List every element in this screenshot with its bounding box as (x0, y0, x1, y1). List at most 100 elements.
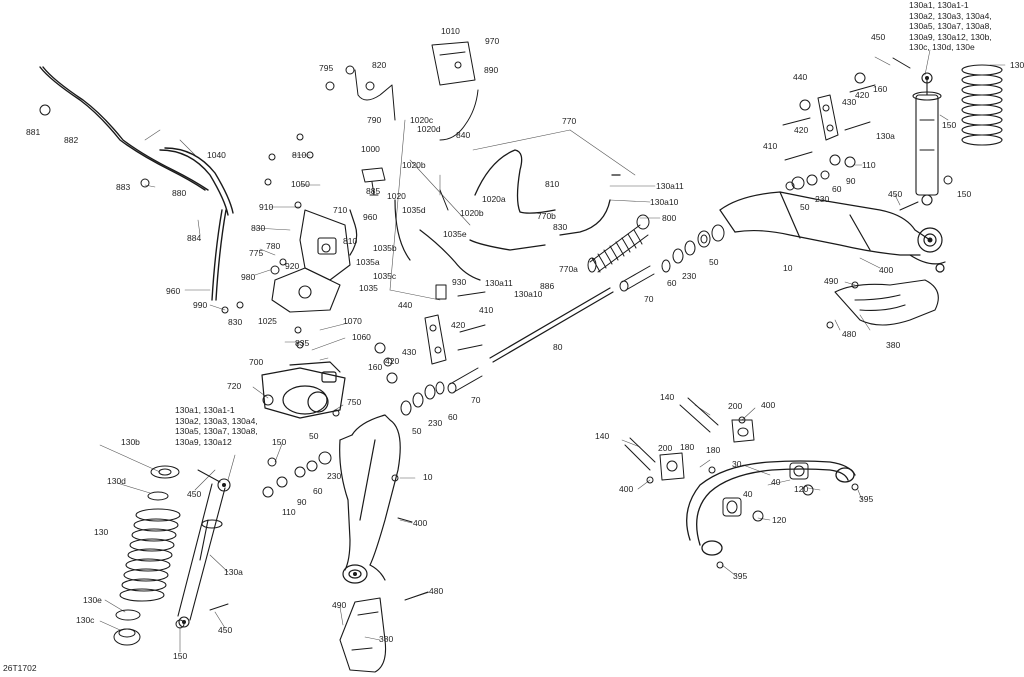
callout: 440 (793, 72, 808, 82)
callout: 1020d (417, 124, 441, 134)
callout: 770 (562, 116, 577, 126)
callout: 10 (783, 263, 793, 273)
callout: 920 (285, 261, 300, 271)
callout: 980 (241, 272, 256, 282)
callout: 70 (644, 294, 654, 304)
callout: 880 (172, 188, 187, 198)
callout: 90 (297, 497, 307, 507)
callout: 883 (116, 182, 131, 192)
callout: 150 (942, 120, 957, 130)
callout: 1025 (258, 316, 277, 326)
callout: 890 (484, 65, 499, 75)
callout: 130c (76, 615, 95, 625)
callout: 120 (772, 515, 787, 525)
callout: 1020b (402, 160, 426, 170)
callout: 1020c (410, 115, 434, 125)
callout: 230 (428, 418, 443, 428)
kit-reference-left: 130a1, 130a1-1 130a2, 130a3, 130a4, 130a… (175, 405, 258, 447)
cable-790 (354, 69, 396, 121)
callout: 970 (485, 36, 500, 46)
washer-stack-lower (400, 381, 445, 416)
callout: 200 (658, 443, 673, 453)
callout: 140 (595, 431, 610, 441)
callout: 910 (259, 202, 274, 212)
callout: 60 (832, 184, 842, 194)
callout: 400 (761, 400, 776, 410)
module-1010 (431, 41, 476, 86)
line-1035 (349, 199, 481, 281)
bolts (197, 57, 919, 611)
bushing-70-lower (447, 367, 483, 394)
callout: 90 (846, 176, 856, 186)
callout: 130a10 (514, 289, 543, 299)
callout: 780 (266, 241, 281, 251)
guard-380-right (834, 279, 939, 326)
callout: 775 (249, 248, 264, 258)
callout: 130 (1010, 60, 1024, 70)
callout: 830 (228, 317, 243, 327)
callout: 420 (451, 320, 466, 330)
callout: 50 (709, 257, 719, 267)
sway-bar-30 (686, 460, 856, 556)
sensor-1000 (361, 167, 386, 196)
callout: 820 (372, 60, 387, 70)
callout: 50 (800, 202, 810, 212)
callout: 150 (272, 437, 287, 447)
callout: 1070 (343, 316, 362, 326)
callout: 400 (619, 484, 634, 494)
callout: 490 (332, 600, 347, 610)
callout: 150 (957, 189, 972, 199)
kit-reference-right: 130a1, 130a1-1 130a2, 130a3, 130a4, 130a… (909, 0, 992, 52)
callout: 795 (319, 63, 334, 73)
callout: 1040 (207, 150, 226, 160)
callout: 130e (83, 595, 102, 605)
callout: 60 (313, 486, 323, 496)
callout: 420 (855, 90, 870, 100)
callout: 710 (333, 205, 348, 215)
hose-770 (469, 149, 621, 251)
callout: 130a11 (656, 181, 684, 191)
drawing-code: 26T1702 (3, 663, 37, 673)
callout: 1020b (460, 208, 484, 218)
washer-stack-upper (661, 224, 725, 273)
callout: 380 (379, 634, 394, 644)
callout: 180 (680, 442, 695, 452)
callout: 1000 (361, 144, 380, 154)
spring-130-left (119, 508, 181, 602)
callout: 790 (367, 115, 382, 125)
callout: 840 (456, 130, 471, 140)
callout: 1035b (373, 243, 397, 253)
callout: 130 (94, 527, 109, 537)
callout: 160 (368, 362, 383, 372)
callout: 960 (363, 212, 378, 222)
callout: 1020a (482, 194, 506, 204)
callout: 810 (343, 236, 358, 246)
bushing-40-right (789, 462, 809, 480)
callout: 1035e (443, 229, 467, 239)
callout: 1010 (441, 26, 460, 36)
callout: 180 (706, 445, 721, 455)
callout: 230 (327, 471, 342, 481)
shock-130a-right (912, 72, 942, 206)
callout: 960 (166, 286, 181, 296)
callout: 886 (540, 281, 555, 291)
callout: 420 (794, 125, 809, 135)
callout: 440 (398, 300, 413, 310)
callout: 130a10 (650, 197, 679, 207)
callout: 395 (733, 571, 748, 581)
callout: 230 (682, 271, 697, 281)
bracket-440-right (817, 94, 839, 141)
callout: 480 (429, 586, 444, 596)
callout: 230 (815, 194, 830, 204)
callout: 40 (771, 477, 781, 487)
callout: 450 (218, 625, 233, 635)
callout: 60 (667, 278, 677, 288)
callout: 1035c (373, 271, 397, 281)
callout: 990 (193, 300, 208, 310)
leader-lines (99, 49, 1006, 653)
guard-380-left (339, 597, 387, 673)
callout: 200 (728, 401, 743, 411)
callout: 420 (385, 356, 400, 366)
spring-130-right (961, 64, 1003, 146)
